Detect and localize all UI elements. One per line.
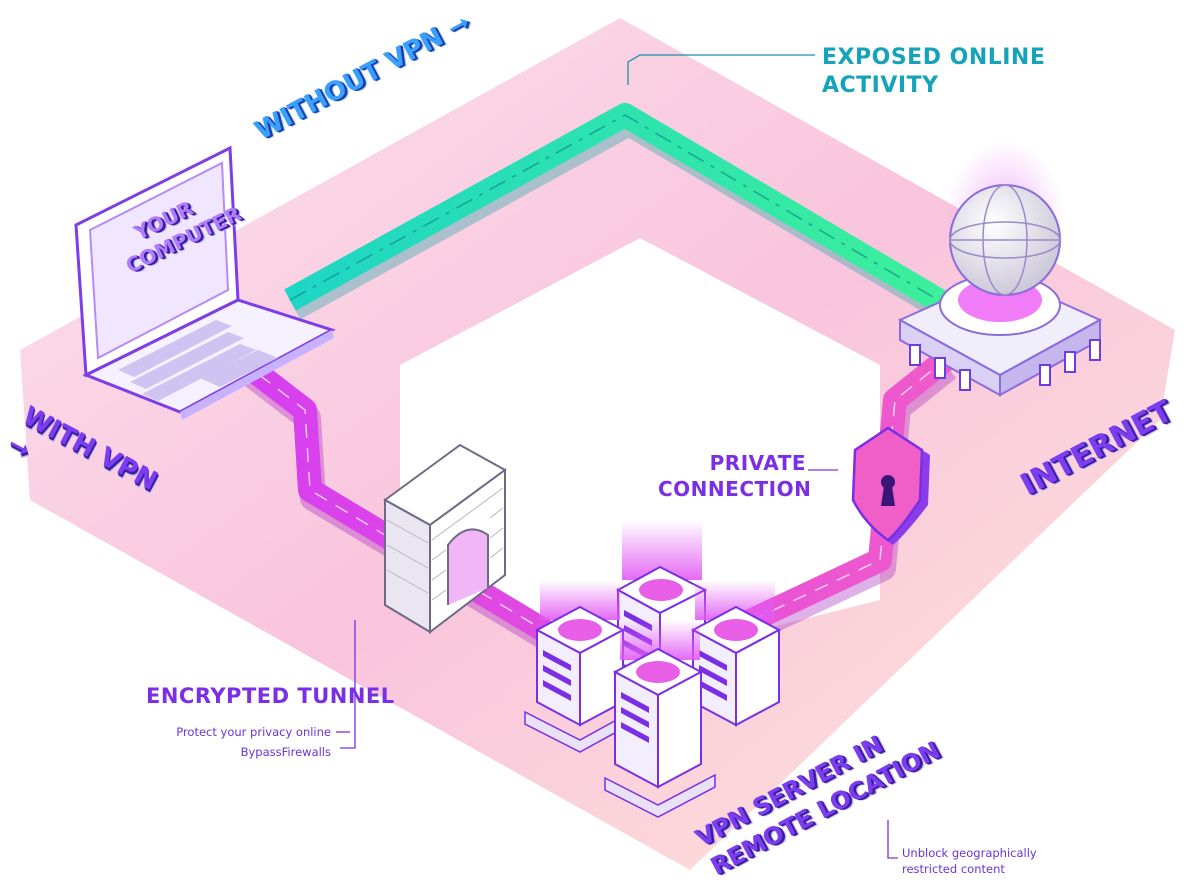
- globe-icon: [897, 140, 1103, 397]
- server-cluster: [524, 520, 782, 818]
- server-note-line-2: restricted content: [902, 862, 1005, 876]
- private-line-2: CONNECTION: [658, 477, 812, 501]
- server-icon: [524, 580, 626, 753]
- server-note-line-1: Unblock geographically: [902, 846, 1037, 860]
- background-plate: [20, 18, 1175, 870]
- server-note: Unblock geographically restricted conten…: [902, 845, 1037, 877]
- exposed-path: [284, 103, 966, 330]
- firewall-icon: [383, 443, 507, 635]
- server-icon: [604, 620, 716, 818]
- exposed-line-2: ACTIVITY: [822, 73, 939, 98]
- private-connection-label: PRIVATE CONNECTION: [658, 450, 812, 502]
- laptop-icon: [74, 145, 336, 420]
- shield-lock-icon: [851, 426, 930, 545]
- tunnel-note-firewalls: BypassFirewalls: [240, 745, 331, 759]
- server-icon: [690, 580, 782, 727]
- encrypted-tunnel-label: ENCRYPTED TUNNEL: [146, 684, 395, 708]
- leader-lines: [336, 54, 898, 859]
- exposed-activity-label: EXPOSED ONLINE ACTIVITY: [822, 44, 1045, 100]
- tunnel-note-privacy: Protect your privacy online: [176, 725, 331, 739]
- exposed-line-1: EXPOSED ONLINE: [822, 45, 1046, 70]
- private-line-1: PRIVATE: [709, 451, 806, 475]
